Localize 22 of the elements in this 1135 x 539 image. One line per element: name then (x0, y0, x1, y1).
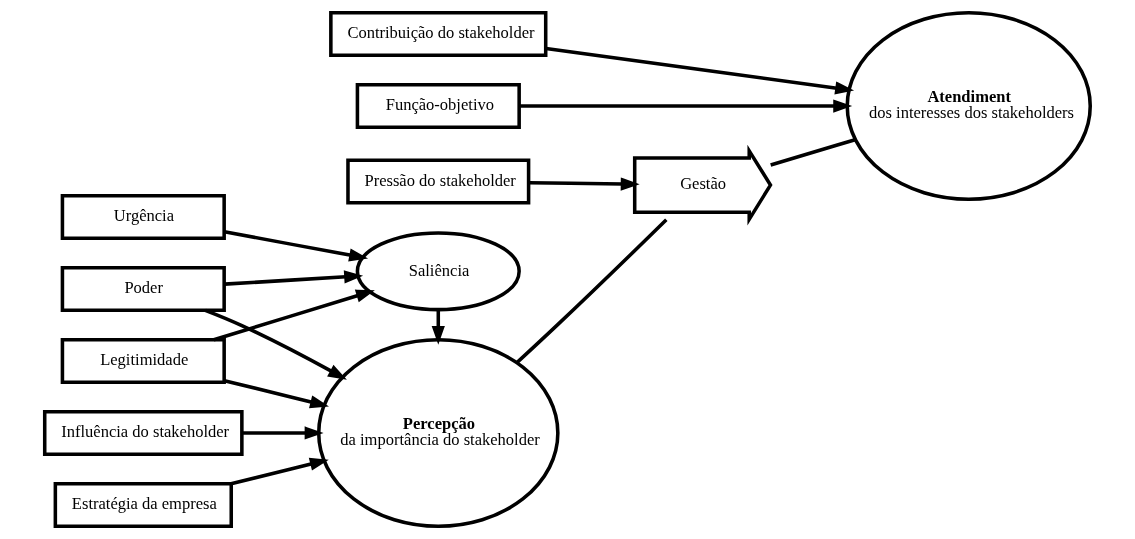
arrow (241, 426, 324, 440)
arrow (519, 99, 853, 113)
node-ellipse: Percepção da importância do stakeholder (316, 337, 560, 529)
node-box: Contribuição do stakeholder (329, 10, 548, 57)
arrow (224, 378, 329, 409)
arrow (230, 457, 329, 486)
node-box: Função-objetivo (355, 83, 521, 129)
node-box: Legitimidade (60, 337, 226, 384)
node-box: Estratégia da empresa (53, 482, 233, 529)
connector (770, 138, 856, 167)
node-box: Urgência (60, 193, 226, 240)
arrow (224, 230, 369, 262)
arrow (528, 177, 640, 191)
arrow (545, 46, 855, 95)
node-box: Pressão do stakeholder (346, 158, 531, 205)
node-ellipse: Atendiment dos interesses dos stakeholders (845, 10, 1092, 202)
arrow (224, 270, 364, 286)
node-box: Poder (60, 265, 226, 312)
arrow (213, 289, 375, 342)
connector (515, 218, 668, 364)
node-box: Influência do stakeholder (42, 410, 244, 456)
arrow (204, 308, 347, 380)
